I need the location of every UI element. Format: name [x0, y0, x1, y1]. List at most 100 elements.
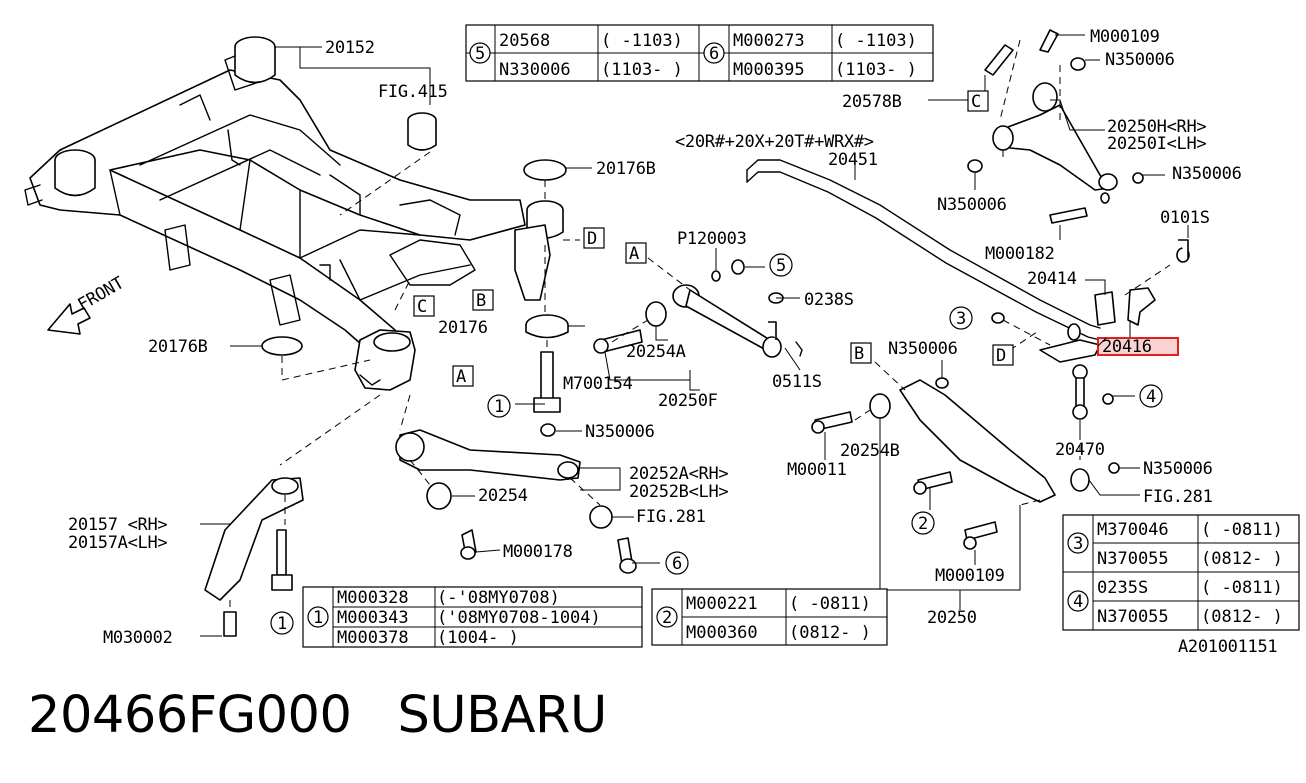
table3-num: 3	[1073, 534, 1083, 554]
subframe-mount-bracket	[514, 224, 551, 301]
table-3-4: 3 M370046 ( -0811) N370055 (0812- ) 4 02…	[1062, 514, 1300, 631]
table5-num: 5	[475, 44, 485, 64]
table5-r1-part: 20568	[499, 31, 550, 51]
ref-2: 2	[918, 514, 928, 534]
table3-r1-part: M370046	[1097, 520, 1169, 540]
table1-r3-date: (1004- )	[437, 628, 519, 648]
label-n350006-mid: N350006	[585, 422, 655, 442]
label-fig415[interactable]: FIG.415	[378, 82, 448, 102]
stabilizer-link-20470	[991, 312, 1114, 420]
front-label: FRONT	[75, 273, 128, 315]
ref-1-low: 1	[277, 614, 287, 634]
table1-r3-part: M000378	[337, 628, 409, 648]
ref-A-left: A	[456, 367, 466, 387]
label-models: <20R#+20X+20T#+WRX#>	[675, 132, 874, 152]
upper-link-20157	[204, 477, 304, 637]
letter-refs: A B C D A B C D	[413, 90, 1014, 387]
table2-r2-part: M000360	[686, 623, 758, 643]
number-refs: 5 1 6 1 3 4 2	[270, 253, 1163, 635]
lower-arm-20250	[811, 377, 1120, 550]
label-n350006-br: N350006	[1143, 459, 1213, 479]
label-m000109-top: M000109	[1090, 27, 1160, 47]
bushing-20176	[525, 314, 569, 437]
table2-r1-part: M000221	[686, 594, 758, 614]
label-20451: 20451	[828, 150, 878, 170]
table2-r2-date: (0812- )	[789, 623, 871, 643]
trailing-arm-20252	[395, 429, 637, 574]
stabilizer-bar-20451	[746, 159, 1101, 341]
label-0101S: 0101S	[1160, 208, 1210, 228]
bushing-20176B-left	[261, 336, 303, 356]
table1-r1-part: M000328	[337, 588, 409, 608]
label-20414: 20414	[1027, 269, 1077, 289]
ref-D-right: D	[996, 346, 1006, 366]
label-20176B-left: 20176B	[148, 337, 208, 357]
label-20157: 20157 <RH>	[68, 515, 167, 535]
table5-r2-date: (1103- )	[601, 60, 683, 80]
table3-r2-part: N370055	[1097, 549, 1169, 569]
label-fig281-mid[interactable]: FIG.281	[636, 507, 706, 527]
part-footer: 20466FG000 SUBARU	[28, 686, 607, 745]
brand-name: SUBARU	[397, 686, 607, 745]
crossmember-drawing	[24, 36, 526, 391]
label-fig281-r[interactable]: FIG.281	[1143, 487, 1213, 507]
label-m030002: M030002	[103, 628, 173, 648]
label-0238S: 0238S	[804, 290, 854, 310]
label-m00011: M00011	[787, 460, 847, 480]
label-n350006-r1: N350006	[937, 195, 1007, 215]
highlight-20416	[1097, 337, 1179, 356]
ref-1-mid: 1	[494, 397, 504, 417]
ref-B-left: B	[476, 291, 486, 311]
label-20176B-top: 20176B	[596, 159, 656, 179]
table-1: 1 M000328 (-'08MY0708) M000343 ('08MY070…	[302, 586, 643, 648]
table2-num: 2	[662, 608, 672, 628]
label-diagram-id: A201001151	[1178, 637, 1277, 657]
table4-r1-date: ( -0811)	[1201, 578, 1283, 598]
table4-num: 4	[1073, 592, 1083, 612]
label-20578B: 20578B	[842, 92, 902, 112]
ref-A-right: A	[629, 244, 639, 264]
label-m000182: M000182	[985, 244, 1055, 264]
lateral-link-20250F	[593, 259, 803, 358]
bushing-20176B-top	[523, 159, 567, 239]
ref-D-left: D	[587, 229, 597, 249]
label-20250: 20250	[927, 608, 977, 628]
label-20254B: 20254B	[840, 441, 900, 461]
label-m000178: M000178	[503, 542, 573, 562]
table1-r2-date: ('08MY0708-1004)	[437, 608, 601, 628]
label-20416[interactable]: 20416	[1102, 337, 1152, 357]
table5-r1-date: ( -1103)	[601, 31, 683, 51]
bushing-fig415	[407, 112, 437, 151]
label-20152: 20152	[325, 38, 375, 58]
upper-arm-20250H	[967, 29, 1144, 224]
table1-r1-date: (-'08MY0708)	[437, 588, 560, 608]
front-arrow: FRONT	[47, 273, 128, 335]
label-m700154: M700154	[563, 374, 633, 394]
label-20254A: 20254A	[626, 342, 686, 362]
stabilizer-bushing-20414	[1094, 239, 1190, 326]
label-n350006-b: N350006	[888, 339, 958, 359]
label-20252A: 20252A<RH>	[629, 464, 728, 484]
label-20470: 20470	[1055, 440, 1105, 460]
table6-r2-part: M000395	[733, 60, 805, 80]
table6-num: 6	[709, 44, 719, 64]
table3-r2-date: (0812- )	[1201, 549, 1283, 569]
table4-r1-part: 0235S	[1097, 578, 1148, 598]
label-20250F: 20250F	[658, 391, 718, 411]
label-20157A: 20157A<LH>	[68, 533, 167, 553]
table6-r2-date: (1103- )	[835, 60, 917, 80]
part-number: 20466FG000	[28, 686, 352, 745]
table1-num: 1	[313, 608, 323, 628]
label-0511S: 0511S	[772, 372, 822, 392]
ref-3: 3	[956, 309, 966, 329]
table4-r2-part: N370055	[1097, 607, 1169, 627]
label-n350006-top: N350006	[1105, 50, 1175, 70]
table-2: 2 M000221 ( -0811) M000360 (0812- )	[651, 588, 888, 646]
label-p120003: P120003	[677, 229, 747, 249]
label-20250I: 20250I<LH>	[1107, 134, 1206, 154]
table4-r2-date: (0812- )	[1201, 607, 1283, 627]
table6-r1-part: M000273	[733, 31, 805, 51]
label-20254: 20254	[478, 486, 528, 506]
